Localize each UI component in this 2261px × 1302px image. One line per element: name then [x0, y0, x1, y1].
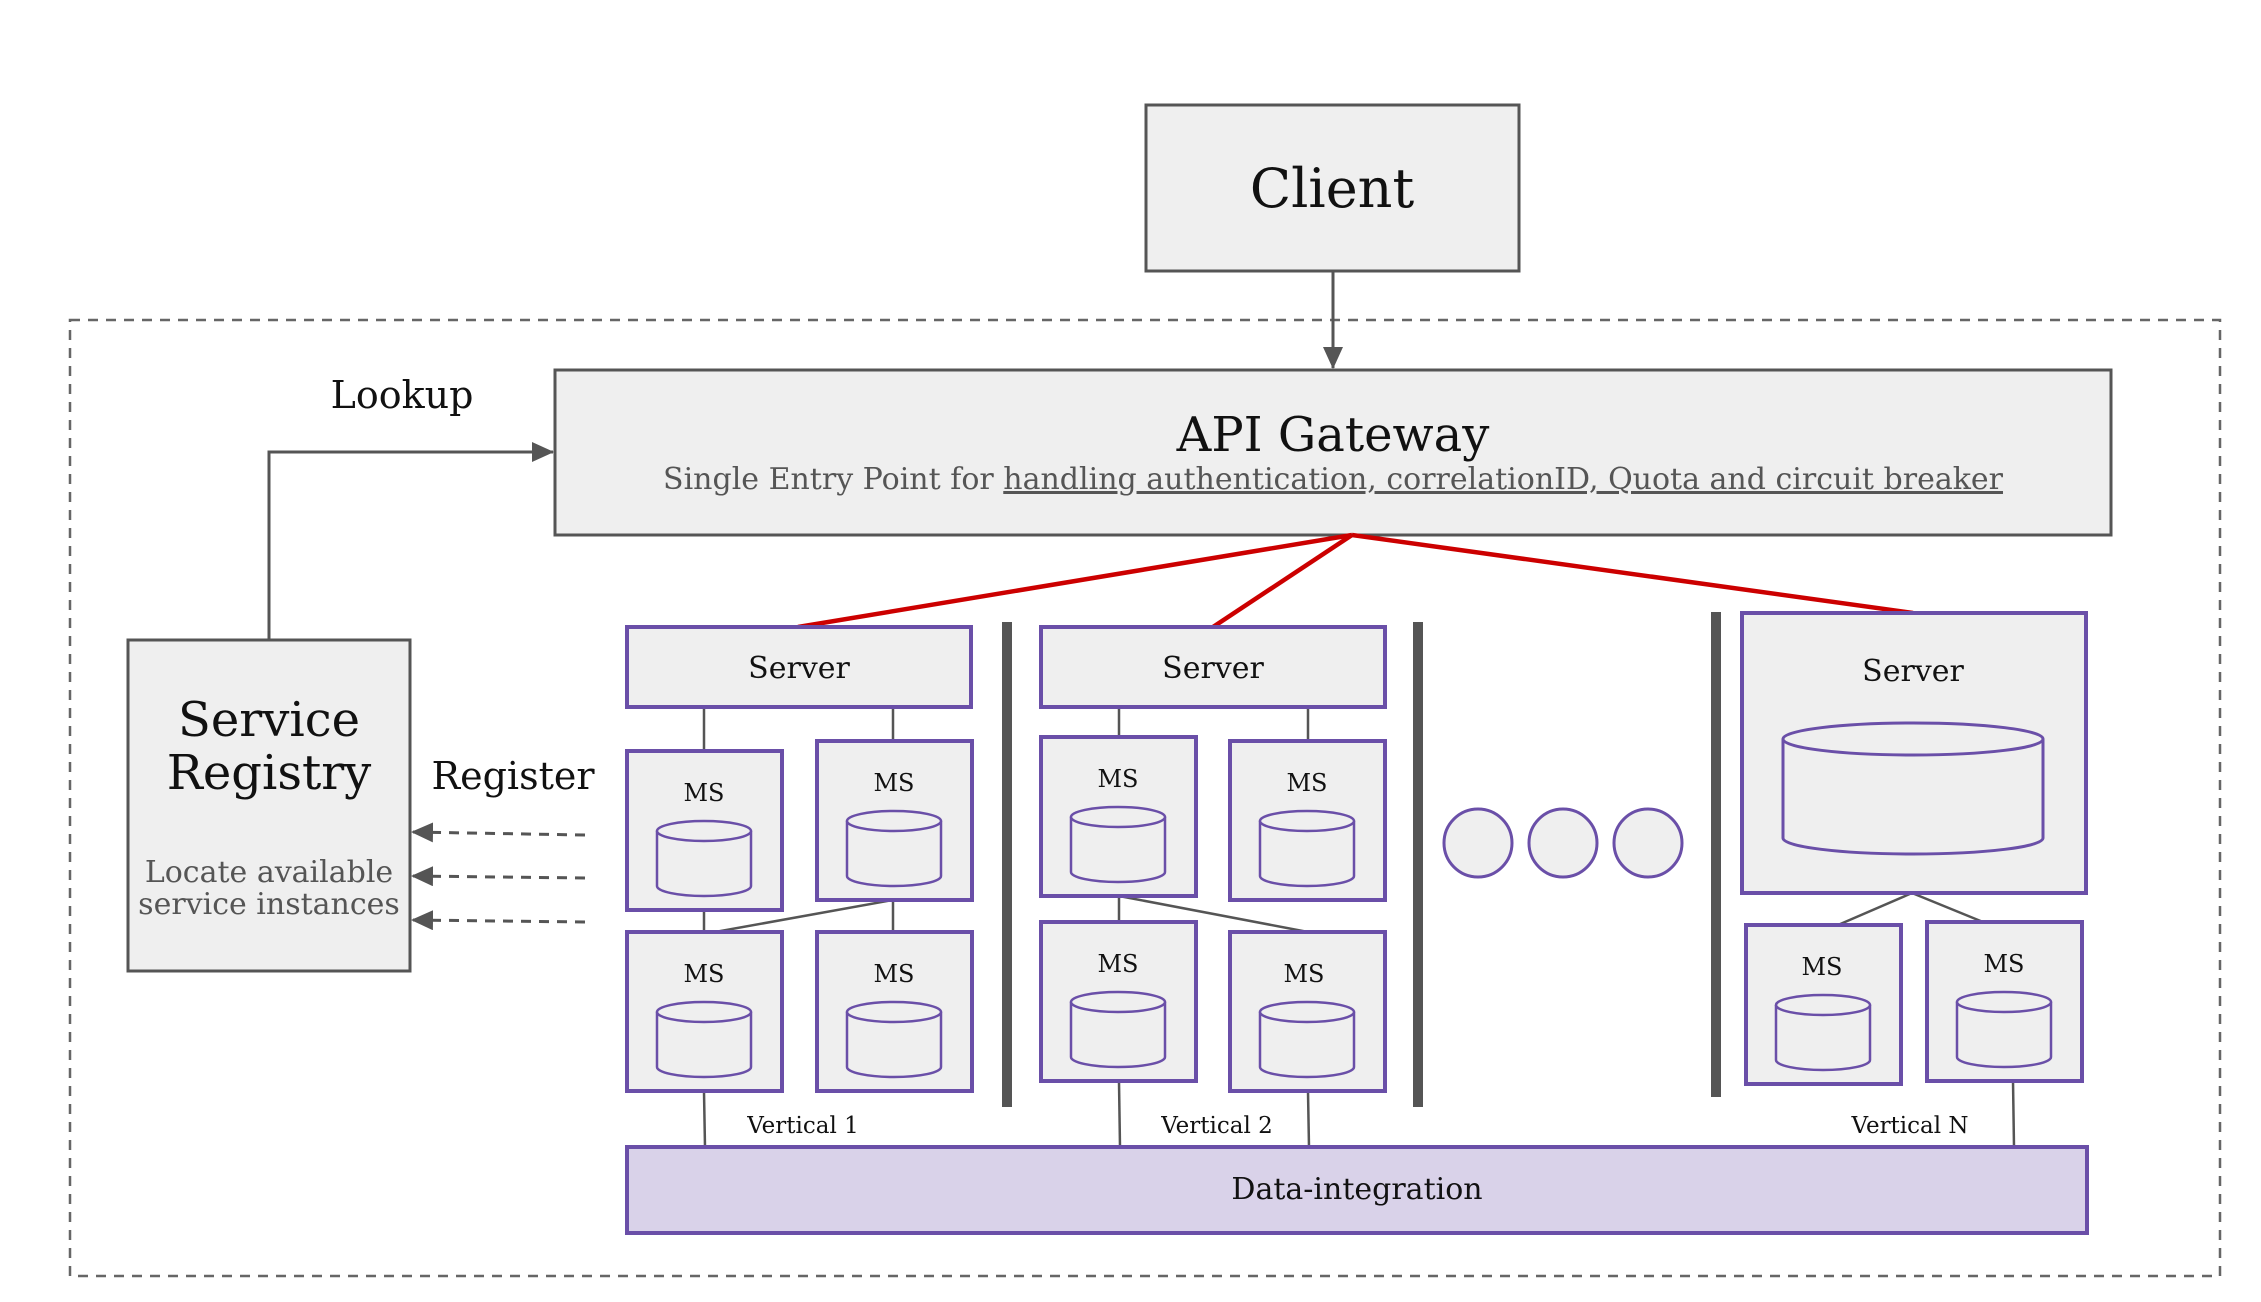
vertical-2: Server MS MS MS	[1039, 625, 1387, 1148]
vertical-label: Vertical 2	[1160, 1113, 1273, 1139]
ms-box: MS	[815, 739, 974, 902]
service-registry-desc-line2: service instances	[138, 887, 400, 922]
connector-line	[1911, 891, 1984, 924]
ms-box: MS	[1039, 920, 1198, 1083]
ellipsis-circle-1	[1442, 807, 1514, 879]
register-arrow-3	[411, 910, 586, 931]
api-gateway-subtitle-link[interactable]: handling authentication, correlationID, …	[1003, 462, 2003, 497]
connector-line	[1837, 891, 1913, 927]
database-icon	[1258, 809, 1356, 888]
api-gateway-title: API Gateway	[1176, 407, 1490, 463]
database-icon	[845, 1000, 943, 1079]
ms-label: MS	[1097, 765, 1138, 793]
ms-label: MS	[1097, 950, 1138, 978]
service-registry-title-line1: Service	[178, 692, 360, 748]
gateway-to-server-2	[1211, 533, 1354, 629]
database-icon	[655, 1000, 753, 1079]
api-gateway-subtitle: Single Entry Point for handling authenti…	[663, 462, 2004, 497]
gateway-to-server-n	[1351, 532, 1914, 616]
register-arrow-2	[411, 866, 586, 887]
ms-label: MS	[1283, 960, 1324, 988]
register-arrow-1	[411, 822, 586, 843]
ms-label: MS	[1286, 769, 1327, 797]
system-boundary	[68, 318, 2222, 1278]
ellipsis-circle-2	[1527, 807, 1599, 879]
server-label: Server	[748, 651, 850, 686]
client-label: Client	[1250, 157, 1415, 220]
register-label: Register	[431, 754, 595, 798]
connector-line	[1117, 1081, 1122, 1148]
connector-line	[702, 1091, 707, 1148]
server-box	[625, 625, 973, 709]
ellipsis-circle-3	[1612, 807, 1684, 879]
vertical-n: Server MS MS Vertical N	[1740, 611, 2088, 1148]
database-icon	[1774, 993, 1872, 1072]
ms-label: MS	[1801, 953, 1842, 981]
ms-label: MS	[1983, 950, 2024, 978]
server-label: Server	[1162, 651, 1264, 686]
service-registry-title-line2: Registry	[167, 745, 372, 801]
ms-box: MS	[625, 749, 784, 912]
server-box	[1039, 625, 1387, 709]
lookup-arrow	[267, 442, 554, 640]
ms-box: MS	[815, 930, 974, 1093]
database-icon	[845, 809, 943, 888]
database-icon	[1069, 990, 1167, 1069]
server-label: Server	[1862, 654, 1964, 689]
client-box: Client	[1144, 103, 1521, 273]
api-gateway-subtitle-prefix: Single Entry Point for	[663, 462, 1003, 497]
ms-box: MS	[1744, 923, 1903, 1086]
database-icon	[1781, 721, 2045, 856]
database-icon	[1955, 990, 2053, 1069]
data-integration-label: Data-integration	[1231, 1172, 1482, 1207]
lookup-label: Lookup	[331, 373, 474, 417]
database-icon	[655, 819, 753, 898]
vertical-label: Vertical N	[1850, 1113, 1968, 1139]
connector-line	[1306, 1091, 1311, 1148]
ms-box: MS	[625, 930, 784, 1093]
data-integration-box: Data-integration	[625, 1145, 2089, 1235]
api-gateway-box: API Gateway Single Entry Point for handl…	[553, 368, 2113, 537]
connector-line	[703, 898, 894, 936]
vertical-label: Vertical 1	[746, 1113, 859, 1139]
service-registry-box: Service Registry Locate available servic…	[126, 638, 412, 973]
gateway-to-server-1	[797, 532, 1353, 630]
vertical-1: Server MS MS MS	[625, 625, 974, 1148]
ms-box: MS	[1228, 739, 1387, 902]
database-icon	[1258, 1000, 1356, 1079]
connector-line	[2011, 1080, 2016, 1148]
ms-label: MS	[683, 960, 724, 988]
ms-box: MS	[1925, 920, 2084, 1083]
database-icon	[1069, 805, 1167, 884]
connector-line	[1118, 894, 1309, 934]
service-registry-desc-line1: Locate available	[145, 855, 393, 890]
ms-box: MS	[1039, 735, 1198, 898]
ms-label: MS	[683, 779, 724, 807]
ms-box: MS	[1228, 930, 1387, 1093]
ms-label: MS	[873, 769, 914, 797]
ms-label: MS	[873, 960, 914, 988]
